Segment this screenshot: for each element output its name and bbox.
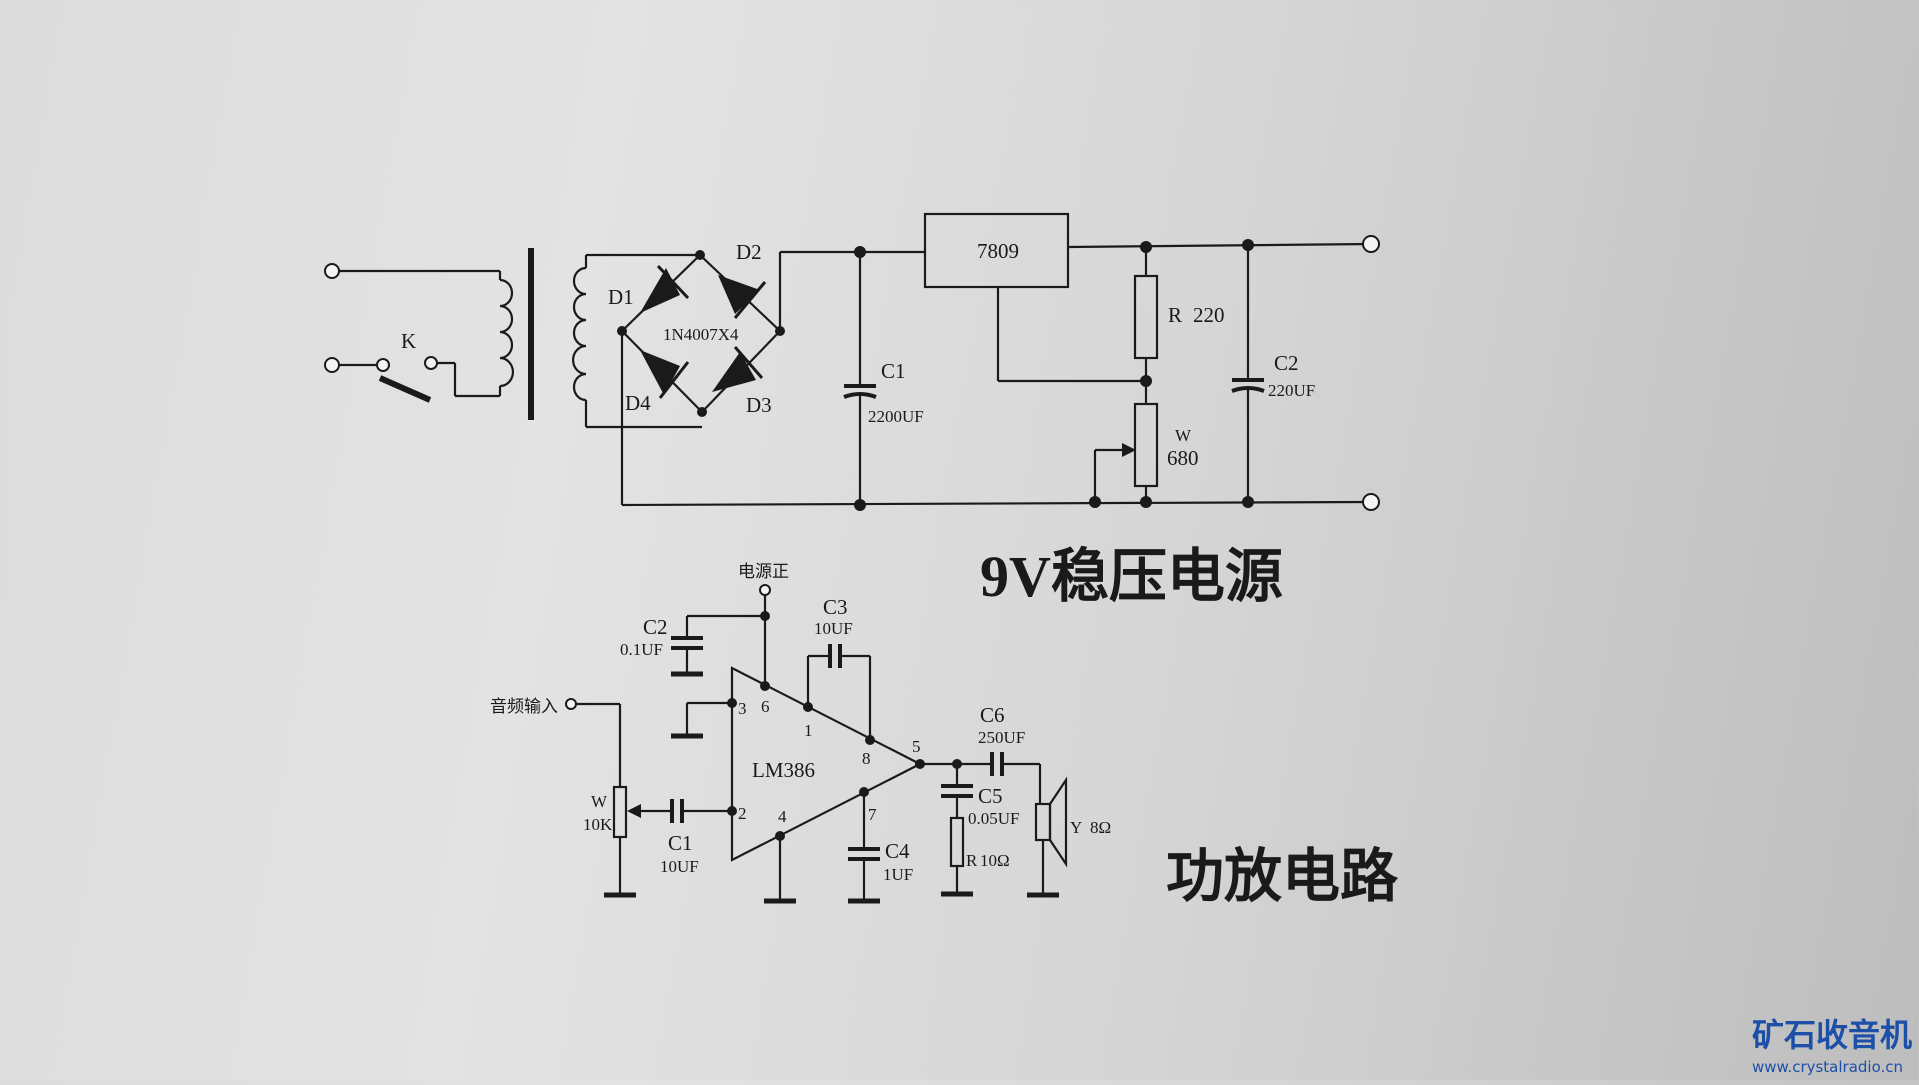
- regulator-7809: [923, 212, 1070, 289]
- pin-6-label: 6: [761, 697, 770, 716]
- regulator-label: 7809: [977, 239, 1019, 263]
- speaker-value: 8Ω: [1090, 818, 1111, 837]
- capacitor-c2: [1231, 239, 1265, 508]
- amp-capacitor-c2: [671, 616, 703, 677]
- diode-d4: [640, 350, 690, 399]
- audio-input-terminal: [565, 698, 577, 710]
- c1-name: C1: [881, 359, 906, 383]
- pin-3-label: 3: [738, 699, 747, 718]
- supply-label: 电源正: [738, 562, 789, 581]
- speaker: [1027, 764, 1068, 898]
- amp-c6-value: 250UF: [978, 728, 1025, 747]
- amplifier-title: 功放电路: [1166, 844, 1399, 909]
- diode-d3: [712, 346, 764, 392]
- diode-d2-label: D2: [736, 240, 762, 264]
- r-value: 220: [1193, 303, 1225, 327]
- diode-d1: [640, 264, 690, 313]
- amp-c1-name: C1: [668, 831, 693, 855]
- transformer: [499, 248, 588, 427]
- lm386-chip: [730, 666, 923, 862]
- potentiometer-w: [1089, 402, 1159, 508]
- amp-c5-name: C5: [978, 784, 1003, 808]
- capacitor-c1: [843, 246, 877, 511]
- power-supply-circuit: K: [324, 212, 1380, 609]
- w-name: W: [1175, 426, 1192, 445]
- pin-5-label: 5: [912, 737, 921, 756]
- amp-c3-value: 10UF: [814, 619, 853, 638]
- switch-label: K: [401, 329, 416, 353]
- amplifier-circuit: 电源正 C2 0.1UF LM386 6 3: [490, 562, 1399, 909]
- amp-c2-name: C2: [643, 615, 668, 639]
- watermark-brand: 矿石收音机: [1752, 1016, 1912, 1054]
- diode-d1-label: D1: [608, 285, 634, 309]
- power-switch: [339, 356, 502, 403]
- amp-potentiometer-w: [604, 704, 672, 898]
- amp-c1-value: 10UF: [660, 857, 699, 876]
- c2-value: 220UF: [1268, 381, 1315, 400]
- amp-c3-name: C3: [823, 595, 848, 619]
- diode-d2: [718, 275, 767, 319]
- amp-c6-name: C6: [980, 703, 1005, 727]
- c2-name: C2: [1274, 351, 1299, 375]
- pin-1-label: 1: [804, 721, 813, 740]
- amp-r-label: R: [966, 851, 978, 870]
- dc-output-positive-terminal: [1362, 235, 1380, 253]
- ac-input-terminal-bottom: [324, 357, 340, 373]
- amp-capacitor-c6: [990, 752, 1040, 776]
- diode-d4-label: D4: [625, 391, 651, 415]
- amp-resistor-r: [941, 816, 973, 897]
- supply-terminal: [759, 584, 771, 596]
- dc-output-ground-terminal: [1362, 493, 1380, 511]
- watermark: 矿石收音机 www.crystalradio.cn: [1752, 1016, 1912, 1076]
- amp-capacitor-c1: [670, 799, 737, 823]
- c1-value: 2200UF: [868, 407, 924, 426]
- audio-input-label: 音频输入: [490, 697, 558, 716]
- pin-8-label: 8: [862, 749, 871, 768]
- speaker-label: Y: [1070, 818, 1082, 837]
- bridge-part-label: 1N4007X4: [663, 325, 739, 344]
- power-supply-title: 9V稳压电源: [980, 544, 1283, 609]
- ac-input-terminal-top: [324, 263, 340, 279]
- amp-c5-value: 0.05UF: [968, 809, 1019, 828]
- watermark-url: www.crystalradio.cn: [1752, 1058, 1903, 1076]
- amp-r-value: 10Ω: [980, 851, 1010, 870]
- pin-4-label: 4: [778, 807, 787, 826]
- pin-2-label: 2: [738, 804, 747, 823]
- pin-7-label: 7: [868, 805, 877, 824]
- amp-capacitor-c3: [803, 644, 875, 745]
- amp-capacitor-c4: [848, 787, 880, 904]
- amp-capacitor-c5: [941, 764, 973, 818]
- r-label: R: [1168, 303, 1182, 327]
- lm386-label: LM386: [752, 758, 815, 782]
- amp-c2-value: 0.1UF: [620, 640, 663, 659]
- amp-w-value: 10K: [583, 815, 613, 834]
- diode-d3-label: D3: [746, 393, 772, 417]
- resistor-r: [1133, 241, 1159, 404]
- amp-w-name: W: [591, 792, 608, 811]
- amp-c4-name: C4: [885, 839, 910, 863]
- w-value: 680: [1167, 446, 1199, 470]
- amp-c4-value: 1UF: [883, 865, 913, 884]
